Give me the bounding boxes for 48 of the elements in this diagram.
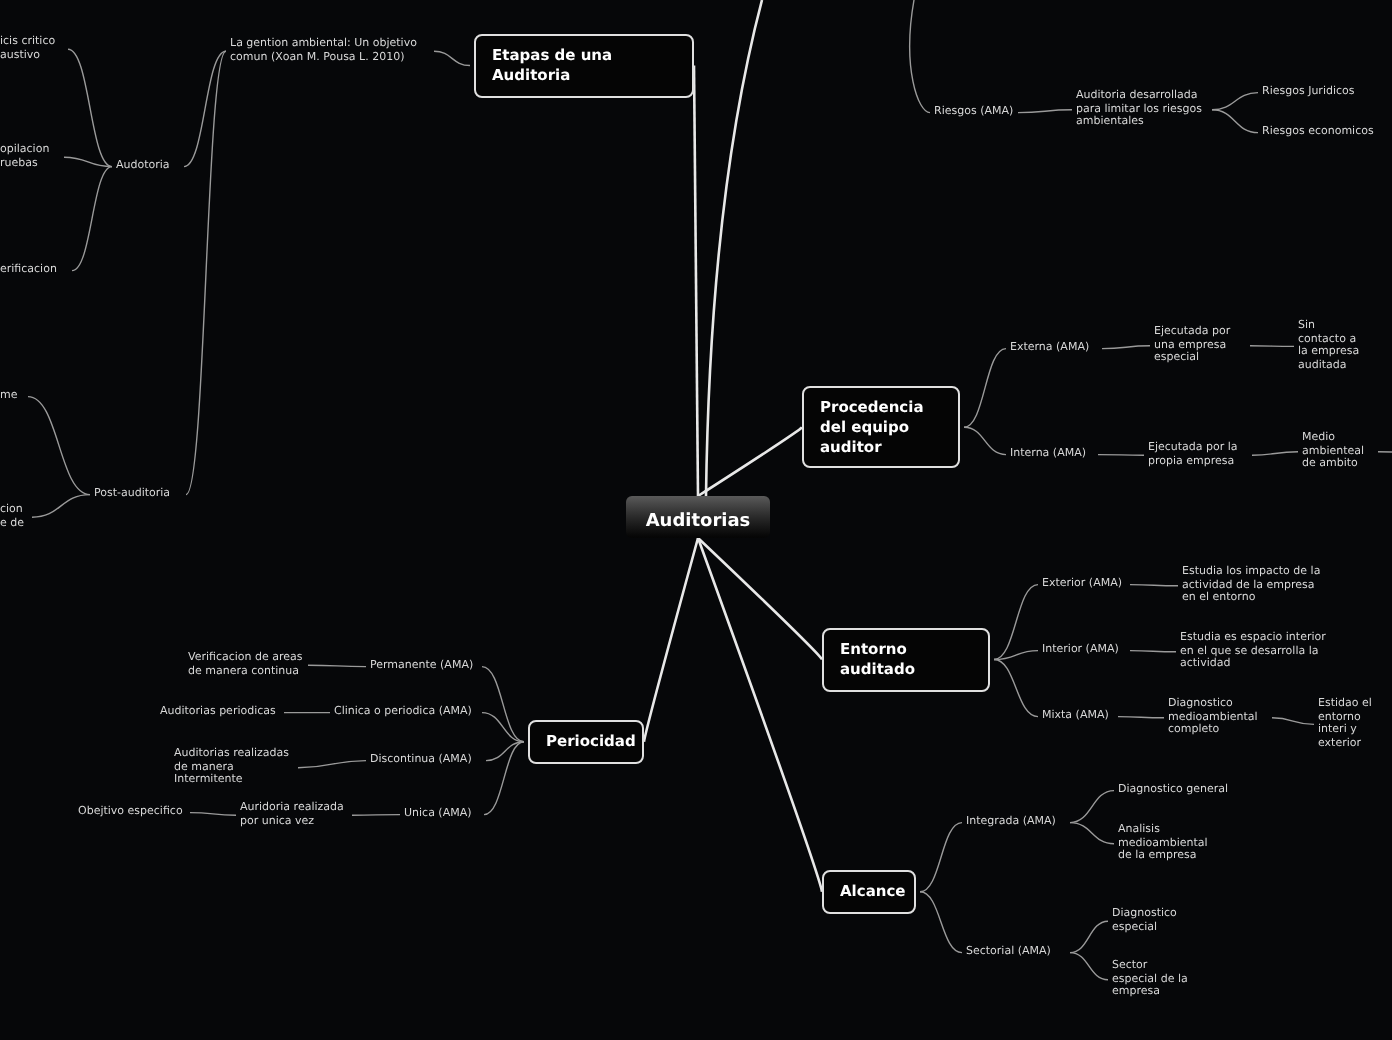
connector-line [909, 0, 931, 114]
connector-line [67, 48, 113, 168]
connector-line [483, 741, 525, 816]
connector-line [993, 583, 1039, 661]
connector-line [63, 156, 113, 168]
connector-line [1069, 920, 1109, 954]
connector-line [297, 759, 367, 769]
connector-line [31, 493, 91, 518]
connector-line [642, 537, 700, 742]
connector-line [307, 664, 367, 668]
connector-line [185, 50, 227, 496]
connector-line [1129, 583, 1179, 587]
connector-line [1377, 451, 1392, 453]
connector-line [1097, 453, 1145, 456]
connector-line [919, 821, 963, 893]
connector-line [1069, 821, 1115, 845]
connector-line [919, 891, 963, 954]
connector-line [993, 649, 1039, 661]
connector-line [1101, 345, 1151, 350]
connector-line [697, 537, 824, 661]
connector-line [963, 347, 1007, 428]
connector-line [485, 741, 525, 762]
connector-line [993, 658, 1039, 718]
connector-line [27, 395, 91, 496]
connector-line [481, 711, 525, 743]
connector-line [696, 537, 824, 893]
connector-line [697, 426, 803, 498]
central-topic-box: Auditorias [626, 496, 770, 538]
connector-line [1129, 649, 1177, 653]
connector-line [1249, 345, 1295, 348]
connector-line [1271, 717, 1315, 726]
connector-line [963, 426, 1007, 456]
connector-line [351, 813, 401, 816]
connector-line [1117, 715, 1165, 719]
connector-line [1069, 951, 1109, 981]
connector-line [692, 65, 700, 496]
connector-line [71, 165, 113, 272]
connector-line [481, 665, 525, 743]
connector-line [1211, 91, 1259, 111]
connector-line [1251, 451, 1299, 456]
connector-line [1211, 109, 1259, 134]
connector-line [189, 811, 237, 816]
connector-line [1069, 789, 1115, 824]
connector-line [1017, 109, 1073, 114]
connector-line [704, 0, 764, 497]
connector-line [433, 50, 471, 67]
connector-line [283, 711, 331, 714]
connector-line [183, 50, 227, 168]
